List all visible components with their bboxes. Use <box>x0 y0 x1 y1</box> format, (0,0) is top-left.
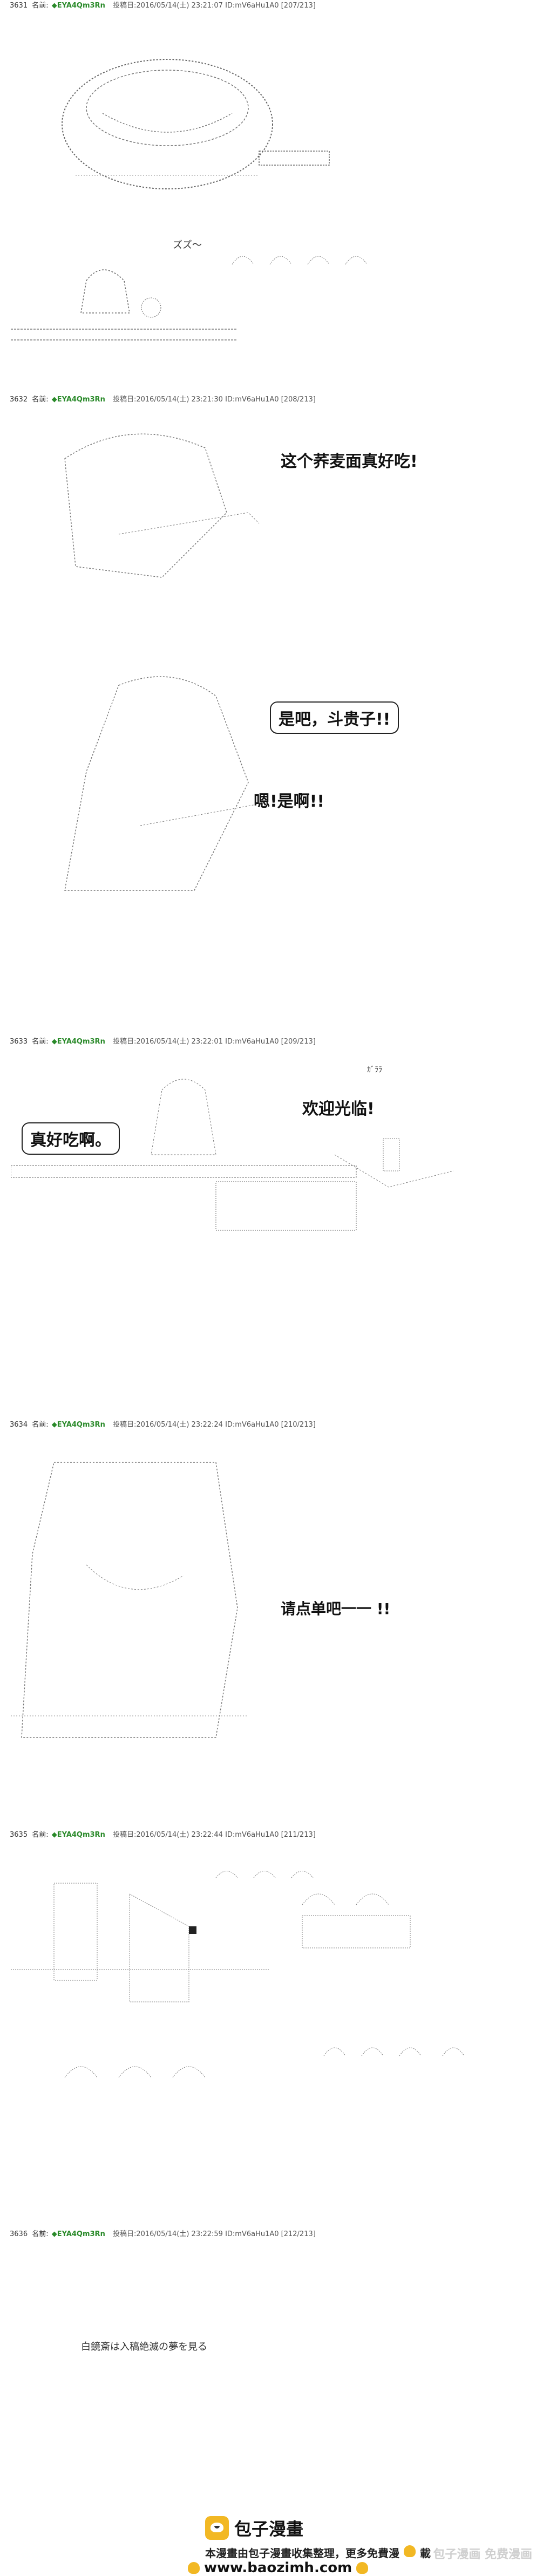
watermark: 包子漫画 免费漫画 <box>433 2548 532 2561</box>
ascii-art-girl-eating <box>64 676 260 891</box>
author-trip[interactable]: ◆EYA4Qm3Rn <box>51 1421 105 1429</box>
post-3636: 3636 名前: ◆EYA4Qm3Rn 投稿日:2016/05/14(土) 23… <box>0 2229 543 2509</box>
ascii-art-eating-figure <box>11 269 237 340</box>
sfx-door-open: ｶﾞﾗﾗ <box>367 1066 382 1074</box>
ascii-art-shopkeeper <box>11 1462 248 1738</box>
pointing-hand-icon <box>356 2562 369 2574</box>
post-caption: 白鏡斎は入稿絶滅の夢を見る <box>81 2341 207 2353</box>
dialogue-order: 请点单吧一一 !! <box>281 1600 391 1618</box>
post-header: 3632 名前: ◆EYA4Qm3Rn 投稿日:2016/05/14(土) 23… <box>10 394 316 406</box>
footer-notice-text: 本漫畫由包子漫畫收集整理，更多免費漫 <box>205 2547 399 2560</box>
post-meta: 投稿日:2016/05/14(土) 23:22:24 ID:mV6aHu1A0 … <box>112 1421 316 1429</box>
post-3633: 3633 名前: ◆EYA4Qm3Rn 投稿日:2016/05/14(土) 23… <box>0 1036 543 1419</box>
speech-bubble-right-touko: 是吧，斗贵子!! <box>270 701 399 734</box>
post-meta: 投稿日:2016/05/14(土) 23:22:59 ID:mV6aHu1A0 … <box>112 2230 316 2238</box>
post-number: 3635 <box>10 1831 28 1839</box>
post-number: 3634 <box>10 1421 28 1429</box>
bun-logo-icon <box>205 2516 229 2540</box>
ascii-art-shop-counter <box>11 1079 454 1231</box>
site-logo-text: 包子漫畫 <box>234 2519 304 2539</box>
ascii-art-small-critters <box>232 256 368 265</box>
post-3634: 3634 名前: ◆EYA4Qm3Rn 投稿日:2016/05/14(土) 23… <box>0 1419 543 1829</box>
footer-url-row: www.baozimh.com <box>184 2560 372 2576</box>
post-number: 3632 <box>10 396 28 404</box>
site-url-link[interactable]: www.baozimh.com <box>204 2560 352 2576</box>
dialogue-delicious-soba: 这个荞麦面真好吃! <box>281 452 418 471</box>
site-logo[interactable]: 包子漫畫 <box>205 2514 303 2541</box>
author-trip[interactable]: ◆EYA4Qm3Rn <box>51 2 105 10</box>
author-trip[interactable]: ◆EYA4Qm3Rn <box>51 1038 105 1046</box>
post-3631: 3631 名前: ◆EYA4Qm3Rn 投稿日:2016/05/14(土) 23… <box>0 0 543 394</box>
ascii-art-man-eating <box>64 433 260 578</box>
dialogue-welcome: 欢迎光临! <box>302 1100 375 1119</box>
post-meta: 投稿日:2016/05/14(土) 23:22:44 ID:mV6aHu1A0 … <box>112 1831 316 1839</box>
footer-notice: 本漫畫由包子漫畫收集整理，更多免費漫 載 <box>205 2545 431 2560</box>
speech-bubble-tasty: 真好吃啊。 <box>22 1122 120 1155</box>
ascii-art-soba-bowl <box>62 59 330 189</box>
post-header: 3634 名前: ◆EYA4Qm3Rn 投稿日:2016/05/14(土) 23… <box>10 1419 316 1431</box>
name-label: 名前: <box>32 1831 49 1839</box>
author-trip[interactable]: ◆EYA4Qm3Rn <box>51 2230 105 2238</box>
dialogue-yeah: 嗯!是啊!! <box>254 792 325 811</box>
post-header: 3631 名前: ◆EYA4Qm3Rn 投稿日:2016/05/14(土) 23… <box>10 0 316 12</box>
post-3632: 3632 名前: ◆EYA4Qm3Rn 投稿日:2016/05/14(土) 23… <box>0 394 543 1036</box>
post-meta: 投稿日:2016/05/14(土) 23:21:30 ID:mV6aHu1A0 … <box>112 396 316 404</box>
ascii-art-cat-diners <box>11 1871 465 2078</box>
pointing-hand-icon <box>404 2545 416 2557</box>
post-header: 3635 名前: ◆EYA4Qm3Rn 投稿日:2016/05/14(土) 23… <box>10 1829 316 1841</box>
post-number: 3631 <box>10 2 28 10</box>
name-label: 名前: <box>32 2230 49 2238</box>
author-trip[interactable]: ◆EYA4Qm3Rn <box>51 396 105 404</box>
name-label: 名前: <box>32 1038 49 1046</box>
post-number: 3636 <box>10 2230 28 2238</box>
post-meta: 投稿日:2016/05/14(土) 23:22:01 ID:mV6aHu1A0 … <box>112 1038 316 1046</box>
post-meta: 投稿日:2016/05/14(土) 23:21:07 ID:mV6aHu1A0 … <box>112 2 316 10</box>
sfx-slurp: ズズ～ <box>173 240 202 251</box>
name-label: 名前: <box>32 1421 49 1429</box>
name-label: 名前: <box>32 2 49 10</box>
site-footer: 包子漫畫 本漫畫由包子漫畫收集整理，更多免費漫 載 www.baozimh.com <box>0 2514 543 2576</box>
author-trip[interactable]: ◆EYA4Qm3Rn <box>51 1831 105 1839</box>
post-number: 3633 <box>10 1038 28 1046</box>
name-label: 名前: <box>32 396 49 404</box>
pointing-hand-icon <box>188 2562 200 2574</box>
post-header: 3636 名前: ◆EYA4Qm3Rn 投稿日:2016/05/14(土) 23… <box>10 2229 316 2240</box>
post-header: 3633 名前: ◆EYA4Qm3Rn 投稿日:2016/05/14(土) 23… <box>10 1036 316 1048</box>
footer-notice-suffix: 載 <box>420 2547 431 2560</box>
post-3635: 3635 名前: ◆EYA4Qm3Rn 投稿日:2016/05/14(土) 23… <box>0 1829 543 2229</box>
